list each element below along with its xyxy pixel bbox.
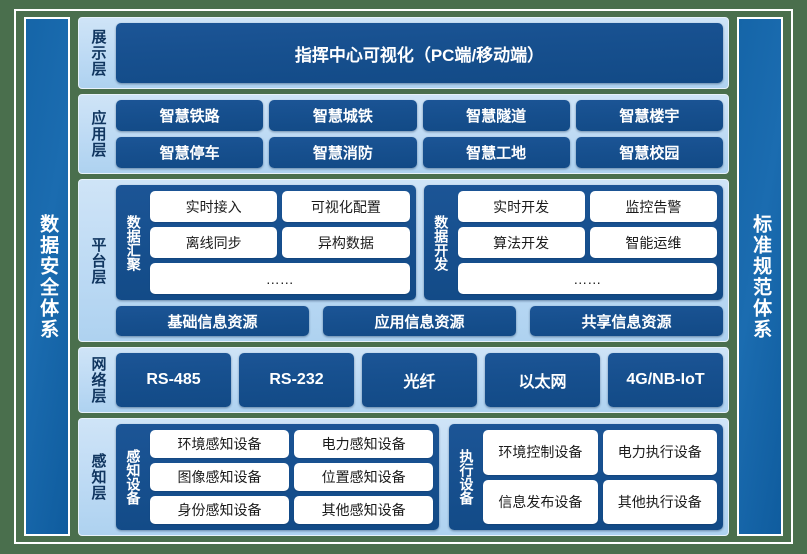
layer-body-display: 指挥中心可视化（PC端/移动端）: [116, 23, 723, 83]
platform-item-aggregation-more[interactable]: ……: [150, 263, 410, 294]
platform-resource-basic-info[interactable]: 基础信息资源: [116, 306, 309, 336]
display-item-command-center[interactable]: 指挥中心可视化（PC端/移动端）: [116, 23, 723, 83]
perception-item-power-sensor[interactable]: 电力感知设备: [294, 430, 434, 458]
platform-group-items-data-aggregation: 实时接入 可视化配置 离线同步 异构数据 ……: [150, 191, 410, 294]
side-bar-standard-specification: 标准规范体系: [737, 17, 783, 536]
perception-group-sensing-devices: 感知设备 环境感知设备 电力感知设备 图像感知设备 位置感知设备 身份感知设备 …: [116, 424, 440, 530]
side-bar-left-label: 数据安全体系: [37, 213, 59, 340]
platform-resource-application-info[interactable]: 应用信息资源: [323, 306, 516, 336]
platform-item-offline-sync[interactable]: 离线同步: [150, 227, 278, 258]
perception-item-environment-sensor[interactable]: 环境感知设备: [150, 430, 290, 458]
side-bar-right-label: 标准规范体系: [750, 213, 772, 340]
platform-groups: 数据汇聚 实时接入 可视化配置 离线同步 异构数据 …… 数据开发: [116, 185, 723, 300]
network-item-rs232[interactable]: RS-232: [239, 353, 354, 407]
network-item-4g-nbiot[interactable]: 4G/NB-IoT: [608, 353, 723, 407]
layer-application: 应用层 智慧铁路 智慧城铁 智慧隧道 智慧楼宇 智慧停车 智慧消防 智慧工地 智…: [78, 94, 729, 174]
layer-network: 网络层 RS-485 RS-232 光纤 以太网 4G/NB-IoT: [78, 347, 729, 413]
platform-item-intelligent-ops[interactable]: 智能运维: [589, 227, 717, 258]
application-item-smart-railway[interactable]: 智慧铁路: [116, 100, 264, 131]
application-item-smart-construction-site[interactable]: 智慧工地: [422, 137, 570, 168]
layer-label-application: 应用层: [89, 110, 107, 158]
platform-item-realtime-ingest[interactable]: 实时接入: [150, 191, 278, 222]
perception-group-items-actuating: 环境控制设备 电力执行设备 信息发布设备 其他执行设备: [483, 430, 717, 524]
perception-groups: 感知设备 环境感知设备 电力感知设备 图像感知设备 位置感知设备 身份感知设备 …: [116, 424, 723, 530]
perception-item-other-sensor[interactable]: 其他感知设备: [294, 496, 434, 524]
platform-resource-shared-info[interactable]: 共享信息资源: [530, 306, 723, 336]
perception-group-label-actuating-devices: 执行设备: [458, 449, 475, 505]
application-item-smart-campus[interactable]: 智慧校园: [575, 137, 723, 168]
layer-label-platform: 平台层: [89, 236, 107, 285]
perception-item-location-sensor[interactable]: 位置感知设备: [294, 463, 434, 491]
platform-item-monitoring-alarm[interactable]: 监控告警: [589, 191, 717, 222]
layer-body-network: RS-485 RS-232 光纤 以太网 4G/NB-IoT: [116, 353, 723, 407]
platform-group-data-aggregation: 数据汇聚 实时接入 可视化配置 离线同步 异构数据 ……: [116, 185, 416, 300]
platform-group-label-data-development: 数据开发: [433, 214, 450, 271]
layer-label-perception: 感知层: [89, 453, 107, 501]
platform-group-items-data-development: 实时开发 监控告警 算法开发 智能运维 ……: [457, 191, 717, 294]
perception-item-environment-control[interactable]: 环境控制设备: [483, 430, 598, 475]
application-item-smart-firefighting[interactable]: 智慧消防: [269, 137, 417, 168]
architecture-diagram-frame: 数据安全体系 展示层 指挥中心可视化（PC端/移动端） 应用层 智慧铁路 智慧城…: [14, 9, 793, 544]
network-item-optical-fiber[interactable]: 光纤: [362, 353, 477, 407]
perception-item-power-actuator[interactable]: 电力执行设备: [602, 430, 717, 475]
perception-item-other-actuator[interactable]: 其他执行设备: [602, 479, 717, 524]
layer-stack: 展示层 指挥中心可视化（PC端/移动端） 应用层 智慧铁路 智慧城铁 智慧隧道 …: [78, 17, 729, 536]
perception-group-items-sensing: 环境感知设备 电力感知设备 图像感知设备 位置感知设备 身份感知设备 其他感知设…: [150, 430, 434, 524]
layer-perception: 感知层 感知设备 环境感知设备 电力感知设备 图像感知设备 位置感知设备 身份感…: [78, 418, 729, 536]
network-item-ethernet[interactable]: 以太网: [485, 353, 600, 407]
application-item-smart-parking[interactable]: 智慧停车: [116, 137, 264, 168]
perception-item-identity-sensor[interactable]: 身份感知设备: [150, 496, 290, 524]
application-item-smart-tunnel[interactable]: 智慧隧道: [422, 100, 570, 131]
application-item-smart-building[interactable]: 智慧楼宇: [575, 100, 723, 131]
network-grid: RS-485 RS-232 光纤 以太网 4G/NB-IoT: [116, 353, 723, 407]
perception-group-actuating-devices: 执行设备 环境控制设备 电力执行设备 信息发布设备 其他执行设备: [449, 424, 723, 530]
layer-label-network: 网络层: [89, 356, 107, 404]
platform-item-realtime-development[interactable]: 实时开发: [457, 191, 585, 222]
platform-item-visual-config[interactable]: 可视化配置: [282, 191, 410, 222]
layer-display: 展示层 指挥中心可视化（PC端/移动端）: [78, 17, 729, 89]
platform-group-data-development: 数据开发 实时开发 监控告警 算法开发 智能运维 ……: [423, 185, 723, 300]
platform-resource-row: 基础信息资源 应用信息资源 共享信息资源: [116, 306, 723, 336]
layer-label-display: 展示层: [89, 29, 107, 77]
platform-item-heterogeneous-data[interactable]: 异构数据: [282, 227, 410, 258]
network-item-rs485[interactable]: RS-485: [116, 353, 231, 407]
platform-group-label-data-aggregation: 数据汇聚: [125, 214, 142, 271]
platform-item-development-more[interactable]: ……: [457, 263, 717, 294]
layer-body-application: 智慧铁路 智慧城铁 智慧隧道 智慧楼宇 智慧停车 智慧消防 智慧工地 智慧校园: [116, 100, 723, 168]
layer-body-platform: 数据汇聚 实时接入 可视化配置 离线同步 异构数据 …… 数据开发: [116, 185, 723, 336]
perception-item-info-publishing[interactable]: 信息发布设备: [483, 479, 598, 524]
side-bar-data-security: 数据安全体系: [24, 17, 70, 536]
platform-item-algorithm-development[interactable]: 算法开发: [457, 227, 585, 258]
layer-platform: 平台层 数据汇聚 实时接入 可视化配置 离线同步 异构数据 ……: [78, 179, 729, 342]
perception-item-image-sensor[interactable]: 图像感知设备: [150, 463, 290, 491]
perception-group-label-sensing-devices: 感知设备: [125, 449, 142, 505]
application-grid: 智慧铁路 智慧城铁 智慧隧道 智慧楼宇 智慧停车 智慧消防 智慧工地 智慧校园: [116, 100, 723, 168]
layer-body-perception: 感知设备 环境感知设备 电力感知设备 图像感知设备 位置感知设备 身份感知设备 …: [116, 424, 723, 530]
application-item-smart-metro[interactable]: 智慧城铁: [269, 100, 417, 131]
